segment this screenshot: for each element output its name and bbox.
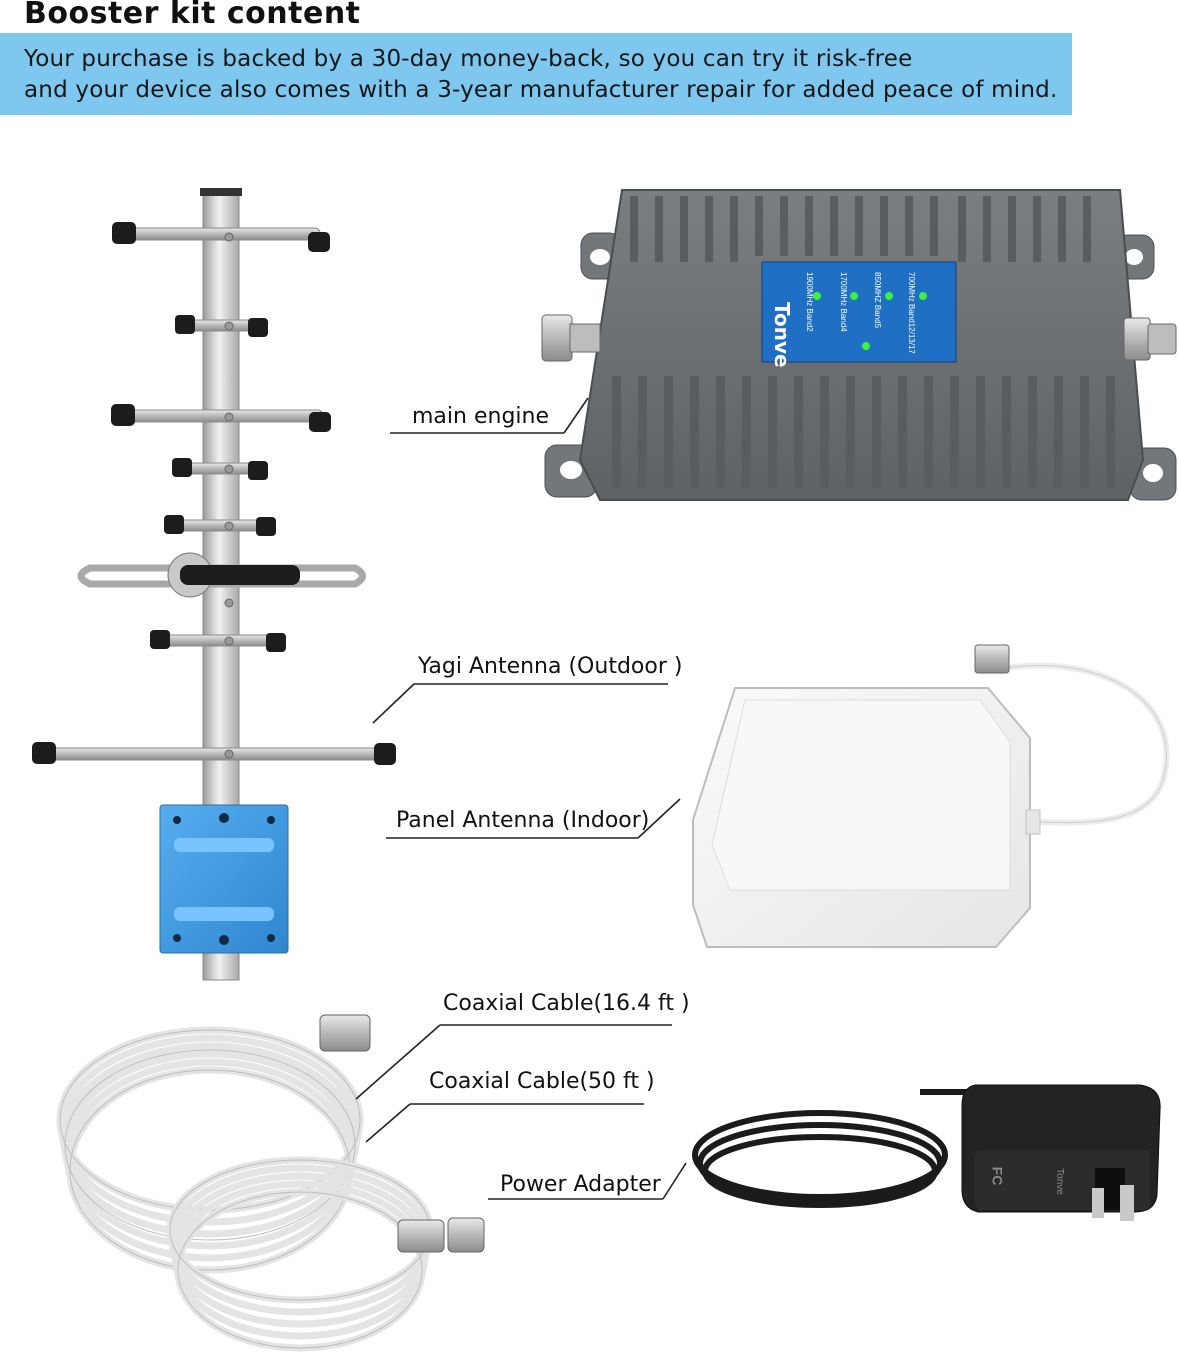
power-adapter-image <box>692 1084 1161 1221</box>
callout-lines <box>355 397 687 1200</box>
coaxial-cables-image <box>56 1014 485 1352</box>
band-row: 1700MHz Band4 <box>839 272 848 332</box>
band-name: Band4 <box>839 308 848 332</box>
label-main-engine: main engine <box>412 404 549 429</box>
label-coax-16: Coaxial Cable(16.4 ft ) <box>443 991 690 1016</box>
band-name: Band2 <box>805 308 814 332</box>
band-freq: 850MHZ <box>873 272 882 303</box>
label-panel-antenna: Panel Antenna (Indoor) <box>396 808 650 833</box>
mounting-bracket <box>159 804 289 954</box>
led-indicator <box>885 292 893 300</box>
band-row: 1900MHz Band2 <box>805 272 814 332</box>
label-coax-50: Coaxial Cable(50 ft ) <box>429 1069 655 1094</box>
yagi-antenna-image <box>32 188 396 981</box>
banner-line-1: Your purchase is backed by a 30-day mone… <box>24 46 913 72</box>
panel-antenna-image <box>692 644 1170 948</box>
engine-label: Tonve 700MHz Band12/13/17 850MHZ Band5 1… <box>762 262 956 368</box>
band-row: 850MHZ Band5 <box>873 272 882 328</box>
band-freq: 1700MHz <box>839 272 848 307</box>
info-banner: Your purchase is backed by a 30-day mone… <box>0 33 1072 115</box>
band-name: Band12/13/17 <box>907 304 916 354</box>
band-row: 700MHz Band12/13/17 <box>907 272 916 354</box>
led-indicator <box>862 342 870 350</box>
banner-line-2: and your device also comes with a 3-year… <box>24 77 1058 103</box>
page-title: Booster kit content <box>24 0 361 31</box>
adapter-brand: Tonve <box>1053 1168 1065 1195</box>
led-indicator <box>813 292 821 300</box>
label-power-adapter: Power Adapter <box>500 1172 661 1197</box>
adapter-mark: FC <box>989 1166 1006 1186</box>
main-engine-image <box>541 189 1177 501</box>
band-freq: 700MHz <box>907 272 916 302</box>
brand-logo-text: Tonve <box>770 302 794 368</box>
band-name: Band5 <box>873 304 882 329</box>
led-indicator <box>919 292 927 300</box>
label-yagi-antenna: Yagi Antenna (Outdoor ) <box>418 654 683 679</box>
led-indicator <box>850 292 858 300</box>
band-list: 700MHz Band12/13/17 850MHZ Band5 1700MHz… <box>805 270 950 356</box>
band-freq: 1900MHz <box>805 272 814 307</box>
